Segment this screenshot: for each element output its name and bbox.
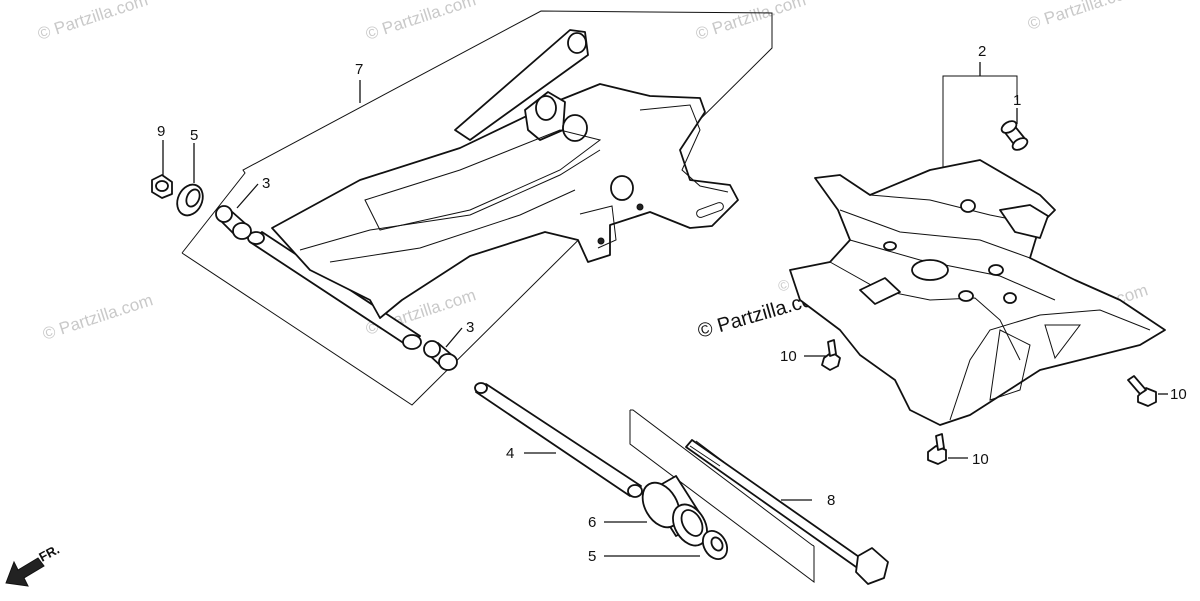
watermark-text: © Partzilla.com	[40, 290, 155, 343]
skid-plate-edge	[849, 239, 1056, 301]
callout-2: 2	[978, 43, 986, 60]
group-boundary	[630, 409, 815, 547]
callout-8: 8	[827, 492, 835, 509]
leader-lines	[162, 62, 1168, 557]
skid-plate-hole	[988, 264, 1004, 276]
skid-plate-hole	[958, 290, 974, 302]
bolt-right	[1127, 375, 1157, 407]
front-direction-arrow: FR.	[5, 542, 62, 587]
pivot-shaft-group	[474, 382, 643, 498]
skid-plate-window	[989, 329, 1031, 401]
bushing-upper	[215, 205, 252, 240]
upper-rail-eye	[567, 32, 587, 54]
bolt-thread	[689, 440, 725, 467]
skid-plate-boss	[999, 204, 1049, 239]
bushing-lower	[423, 340, 458, 371]
watermark-text: © Partzilla.com	[363, 0, 478, 44]
skid-plate-tab	[859, 277, 901, 305]
skid-plate-window	[1044, 324, 1082, 360]
watermark-text: © Partzilla.com	[35, 0, 150, 44]
callout-3: 3	[466, 319, 474, 336]
swingarm-edge	[299, 149, 601, 251]
rear-bracket	[579, 205, 617, 249]
skid-plate-hole	[1003, 292, 1017, 304]
swingarm-group	[181, 10, 773, 406]
skid-plate-group	[789, 75, 1166, 426]
pivot-nut	[151, 174, 173, 199]
watermark-text: © Partzilla.com	[693, 0, 808, 44]
shock-mount-eye	[535, 95, 557, 121]
callout-3: 3	[262, 175, 270, 192]
mount-bolt-head	[855, 547, 889, 585]
mount-bolt-group	[629, 409, 889, 585]
watermark-text: © Partzilla.com	[1025, 0, 1140, 34]
callout-9: 9	[157, 123, 165, 140]
skid-plate-hole	[960, 199, 976, 213]
callout-6: 6	[588, 514, 596, 531]
bracket-hole	[636, 203, 644, 211]
bolt-bottom	[927, 433, 947, 465]
callout-10: 10	[1170, 386, 1187, 403]
callout-labels: 7 9 5 3 3 4 6 5 8 2 1 10 10 10	[157, 43, 1187, 565]
pivot-shaft-end	[474, 382, 488, 394]
axle-boss	[610, 175, 634, 201]
washer-lower-bore	[710, 536, 724, 552]
callout-7: 7	[355, 61, 363, 78]
swingarm-body	[271, 83, 739, 319]
shock-mount-eye	[562, 114, 588, 142]
rubber-bushing-bore	[680, 509, 704, 537]
callout-1: 1	[1013, 92, 1021, 109]
pivot-shaft	[475, 383, 642, 497]
skid-plate-hole	[911, 259, 949, 281]
arrow-icon	[5, 557, 45, 587]
skid-plate-edge	[839, 209, 1031, 259]
group-boundary	[629, 410, 815, 583]
pivot-tube-end	[402, 334, 422, 350]
assembly-boundary	[181, 10, 773, 406]
callout-5: 5	[588, 548, 596, 565]
callout-4: 4	[506, 445, 514, 462]
bracket-hole	[597, 237, 605, 245]
axle-plate-edge	[639, 104, 729, 193]
skid-plate-hole	[883, 241, 897, 251]
axle-slot	[696, 202, 724, 218]
callout-10: 10	[780, 348, 797, 365]
skid-plate-edge	[949, 309, 1151, 421]
callout-5: 5	[190, 127, 198, 144]
washer-upper	[176, 183, 204, 217]
bolt-left	[821, 339, 841, 371]
rubber-bushing-end	[641, 481, 681, 529]
callout-10: 10	[972, 451, 989, 468]
collar	[1000, 120, 1029, 151]
pivot-shaft-end	[627, 484, 643, 498]
swingarm-edge	[329, 189, 576, 263]
